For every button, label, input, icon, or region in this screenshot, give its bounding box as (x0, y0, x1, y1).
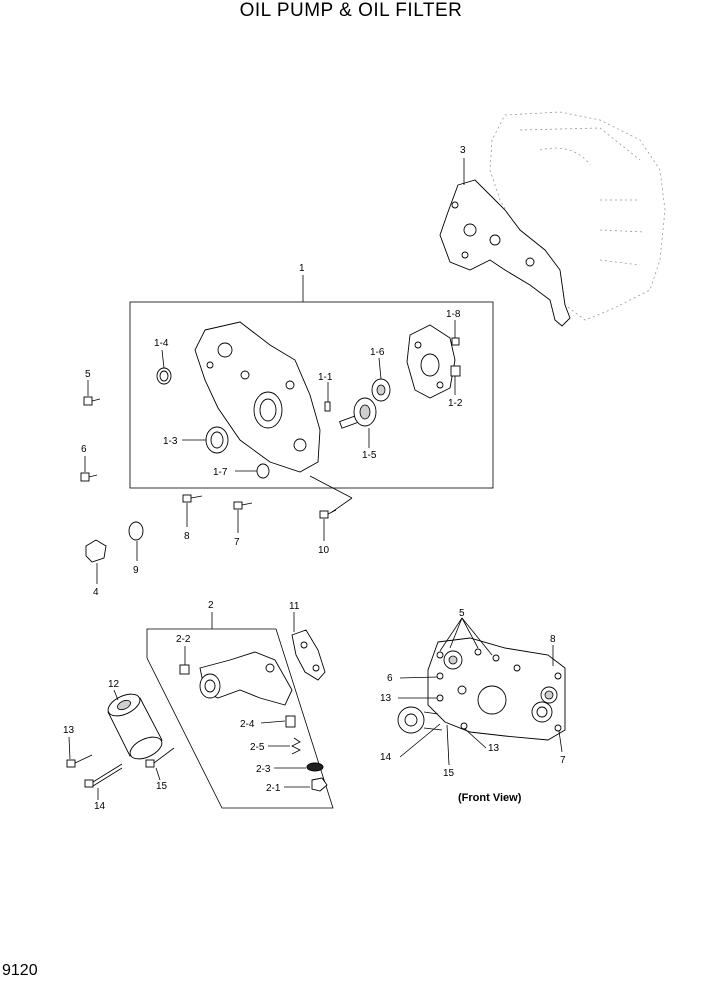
o-ring-part-2-3 (306, 762, 324, 772)
valve-part-2-4 (285, 715, 296, 728)
pump-cover (406, 324, 456, 399)
front-label-7: 7 (560, 755, 566, 766)
label-part-1-7: 1-7 (213, 467, 228, 478)
label-part-10: 10 (318, 545, 330, 556)
label-part-1-5: 1-5 (362, 450, 377, 461)
label-part-1-8: 1-8 (446, 309, 461, 320)
bolt-part-7 (233, 501, 253, 510)
filter-bracket (199, 651, 293, 706)
label-part-1: 1 (299, 263, 305, 274)
plug-part-2-2 (179, 664, 190, 675)
front-label-13-left: 13 (380, 693, 392, 704)
front-label-14: 14 (380, 752, 392, 763)
label-part-1-6: 1-6 (370, 347, 385, 358)
assembly-1-box (129, 301, 494, 489)
label-part-3: 3 (460, 145, 466, 156)
oil-filter-part-12 (107, 693, 163, 760)
pin-part-1-1 (324, 401, 331, 412)
label-part-6: 6 (81, 444, 87, 455)
gear-shaft-part-1-5 (339, 397, 377, 429)
page-number: 9120 (2, 962, 38, 979)
ring-part-1-7 (256, 463, 270, 479)
bolt-part-5 (83, 396, 101, 406)
label-part-2-5: 2-5 (250, 742, 265, 753)
assembly-2-box (146, 628, 334, 809)
front-label-8: 8 (550, 634, 556, 645)
bolt-part-6 (80, 472, 98, 482)
gasket-part-11 (291, 629, 326, 681)
bolt-part-13 (66, 754, 93, 768)
plug-part-2-1 (311, 777, 328, 792)
page-title: OIL PUMP & OIL FILTER (239, 0, 463, 21)
front-label-15: 15 (443, 768, 455, 779)
oil-pump-body (194, 321, 321, 473)
front-view-caption: (Front View) (458, 792, 522, 804)
front-view-assembly (397, 637, 566, 741)
label-part-8: 8 (184, 531, 190, 542)
label-part-14: 14 (94, 801, 106, 812)
plug-part-1-2 (450, 365, 461, 377)
label-part-7: 7 (234, 537, 240, 548)
label-part-13: 13 (63, 725, 75, 736)
bolt-part-14 (84, 763, 123, 788)
label-part-2-1: 2-1 (266, 783, 281, 794)
front-label-6: 6 (387, 673, 393, 684)
label-part-1-4: 1-4 (154, 338, 169, 349)
front-label-13-right: 13 (488, 743, 500, 754)
label-part-5: 5 (85, 369, 91, 380)
screw-part-1-8 (451, 337, 460, 346)
gasket-part-3 (439, 179, 571, 327)
label-part-4: 4 (93, 587, 99, 598)
bolt-part-15 (145, 747, 175, 768)
label-part-1-3: 1-3 (163, 436, 178, 447)
label-part-2: 2 (208, 600, 214, 611)
label-part-2-2: 2-2 (176, 634, 191, 645)
label-part-1-1: 1-1 (318, 372, 333, 383)
label-part-11: 11 (289, 601, 300, 612)
label-part-2-3: 2-3 (256, 764, 271, 775)
label-part-12: 12 (108, 679, 120, 690)
label-part-15: 15 (156, 781, 168, 792)
label-part-2-4: 2-4 (240, 719, 255, 730)
plate-part-4 (85, 539, 107, 563)
engine-block-outline (489, 111, 666, 321)
spring-part-2-5 (291, 737, 301, 755)
label-part-1-2: 1-2 (448, 398, 463, 409)
bolt-part-8 (182, 494, 203, 503)
o-ring-part-9 (128, 521, 144, 541)
label-part-9: 9 (133, 565, 139, 576)
front-label-5: 5 (459, 608, 465, 619)
